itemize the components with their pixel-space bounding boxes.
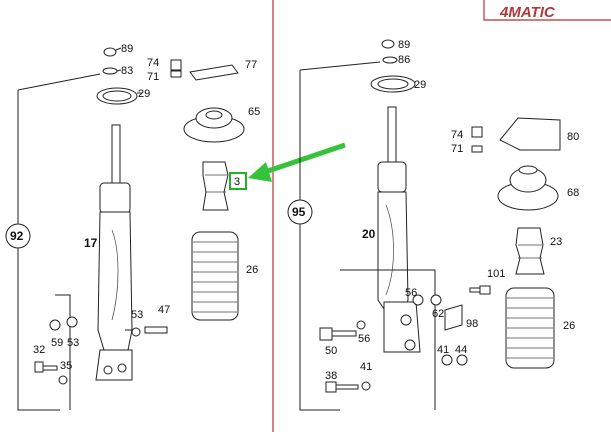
group-95-badge [287,199,313,225]
callout: 38 [325,370,337,382]
4matic-badge: 4MATIC [483,0,611,21]
callout: 101 [487,268,505,280]
callout: 74 [147,57,159,69]
callout: 86 [398,54,410,66]
group-92-label: 92 [10,229,24,243]
strut-label: 17 [84,236,98,250]
callout: 53 [67,337,79,349]
group-95-label: 95 [292,205,306,219]
callout: 77 [245,59,257,71]
callout: 41 [360,361,372,373]
left-panel: 92 [5,43,346,411]
strut-label: 20 [362,227,376,241]
callout: 59 [51,337,63,349]
callout: 56 [405,287,417,299]
callout: 47 [158,304,170,316]
callout: 83 [121,65,133,77]
callout: 71 [147,71,159,83]
4matic-text: 4MATIC [499,4,556,21]
callout: 44 [455,344,467,356]
callout: 80 [567,131,579,143]
right-panel: 95 [287,39,579,411]
callout: 98 [466,318,478,330]
highlight-arrow [248,142,346,182]
callout: 89 [398,39,410,51]
callout: 74 [451,129,463,141]
group-92-badge [5,223,31,249]
callout: 23 [550,236,562,248]
highlight-box [229,172,247,190]
callout: 29 [138,88,150,100]
callout: 41 [437,344,449,356]
callout: 65 [248,106,260,118]
callout: 35 [60,360,72,372]
callout: 68 [567,187,579,199]
callout: 26 [563,320,575,332]
callout: 32 [33,344,45,356]
callout: 89 [121,43,133,55]
callout: 62 [432,308,444,320]
callout: 26 [246,264,258,276]
highlight-label: 3 [234,176,240,188]
callout: 53 [131,309,143,321]
callout: 50 [325,345,337,357]
callout: 29 [414,79,426,91]
callout: 56 [358,333,370,345]
callout: 71 [451,143,463,155]
